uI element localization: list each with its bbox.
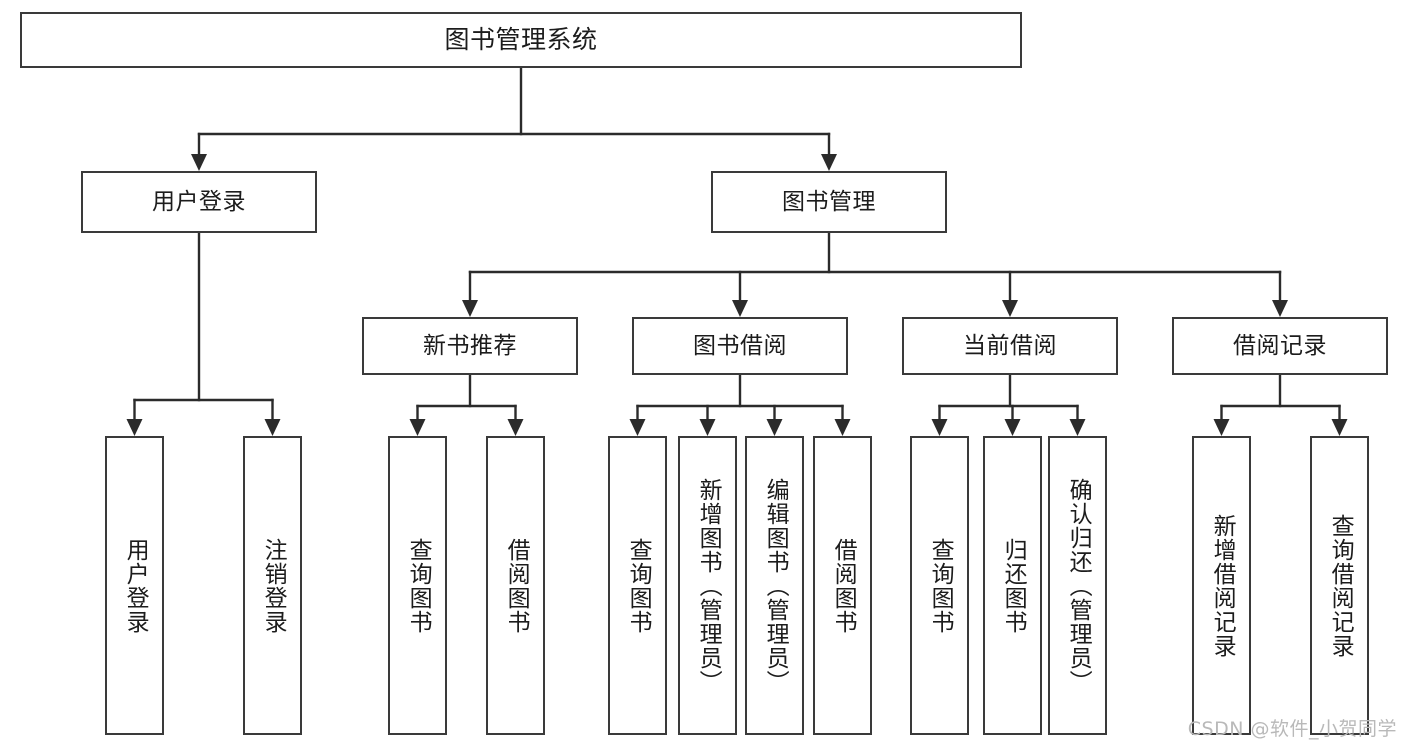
node-root[interactable]: 图书管理系统 bbox=[20, 12, 1022, 68]
node-n-current-borrow[interactable]: 当前借阅 bbox=[902, 317, 1118, 375]
arrowhead-l-logout bbox=[264, 419, 281, 436]
node-l-query-book-3[interactable]: 查询图书 bbox=[910, 436, 969, 735]
node-n-book-manage[interactable]: 图书管理 bbox=[711, 171, 947, 233]
node-l-query-book-2[interactable]: 查询图书 bbox=[608, 436, 667, 735]
node-label-n-new-book-rec: 新书推荐 bbox=[423, 332, 517, 359]
node-l-logout[interactable]: 注销登录 bbox=[243, 436, 302, 735]
arrowhead-l-borrow-book-2 bbox=[834, 419, 851, 436]
node-label-l-query-record: 查询借阅记录 bbox=[1327, 513, 1354, 658]
node-l-query-record[interactable]: 查询借阅记录 bbox=[1310, 436, 1369, 735]
watermark-text: CSDN @软件_小贺同学 bbox=[1187, 718, 1397, 740]
node-label-l-add-record: 新增借阅记录 bbox=[1209, 513, 1236, 658]
node-l-borrow-book-1[interactable]: 借阅图书 bbox=[486, 436, 545, 735]
node-label-l-confirm-return: 确认归还（管理员） bbox=[1065, 477, 1092, 694]
node-label-n-current-borrow: 当前借阅 bbox=[963, 332, 1057, 359]
node-l-add-record[interactable]: 新增借阅记录 bbox=[1192, 436, 1251, 735]
node-label-l-edit-book: 编辑图书（管理员） bbox=[762, 477, 789, 694]
node-label-root: 图书管理系统 bbox=[444, 24, 598, 54]
arrowhead-l-query-record bbox=[1331, 419, 1348, 436]
node-label-n-borrow-record: 借阅记录 bbox=[1233, 332, 1327, 359]
arrowhead-l-return-book bbox=[1004, 419, 1021, 436]
node-l-confirm-return[interactable]: 确认归还（管理员） bbox=[1048, 436, 1107, 735]
node-l-add-book[interactable]: 新增图书（管理员） bbox=[678, 436, 737, 735]
node-label-n-user-login: 用户登录 bbox=[152, 188, 246, 215]
arrowhead-n-current-borrow bbox=[1002, 300, 1018, 317]
arrowhead-n-borrow-record bbox=[1272, 300, 1288, 317]
arrowhead-l-edit-book bbox=[766, 419, 783, 436]
arrowhead-n-book-manage bbox=[821, 154, 837, 171]
arrowhead-l-add-record bbox=[1213, 419, 1230, 436]
arrowhead-n-book-borrow bbox=[732, 300, 748, 317]
node-l-return-book[interactable]: 归还图书 bbox=[983, 436, 1042, 735]
arrowhead-l-add-book bbox=[699, 419, 716, 436]
node-label-l-query-book-2: 查询图书 bbox=[625, 537, 652, 634]
node-label-n-book-borrow: 图书借阅 bbox=[693, 332, 787, 359]
node-label-l-query-book-3: 查询图书 bbox=[927, 537, 954, 634]
node-l-user-login[interactable]: 用户登录 bbox=[105, 436, 164, 735]
node-label-l-user-login: 用户登录 bbox=[122, 537, 149, 634]
arrowhead-l-confirm-return bbox=[1069, 419, 1086, 436]
node-n-user-login[interactable]: 用户登录 bbox=[81, 171, 317, 233]
arrowhead-n-new-book-rec bbox=[462, 300, 478, 317]
node-n-book-borrow[interactable]: 图书借阅 bbox=[632, 317, 848, 375]
arrowhead-l-query-book-1 bbox=[409, 419, 426, 436]
arrowhead-l-user-login bbox=[126, 419, 143, 436]
arrowhead-l-query-book-2 bbox=[629, 419, 646, 436]
node-label-l-return-book: 归还图书 bbox=[1000, 537, 1027, 634]
node-n-new-book-rec[interactable]: 新书推荐 bbox=[362, 317, 578, 375]
arrowhead-l-borrow-book-1 bbox=[507, 419, 524, 436]
node-label-l-borrow-book-2: 借阅图书 bbox=[830, 537, 857, 634]
node-l-edit-book[interactable]: 编辑图书（管理员） bbox=[745, 436, 804, 735]
node-l-borrow-book-2[interactable]: 借阅图书 bbox=[813, 436, 872, 735]
node-n-borrow-record[interactable]: 借阅记录 bbox=[1172, 317, 1388, 375]
node-label-l-query-book-1: 查询图书 bbox=[405, 537, 432, 634]
node-l-query-book-1[interactable]: 查询图书 bbox=[388, 436, 447, 735]
arrowhead-l-query-book-3 bbox=[931, 419, 948, 436]
node-label-n-book-manage: 图书管理 bbox=[782, 188, 876, 215]
node-label-l-borrow-book-1: 借阅图书 bbox=[503, 537, 530, 634]
arrowhead-n-user-login bbox=[191, 154, 207, 171]
node-label-l-add-book: 新增图书（管理员） bbox=[695, 477, 722, 694]
node-label-l-logout: 注销登录 bbox=[260, 537, 287, 634]
